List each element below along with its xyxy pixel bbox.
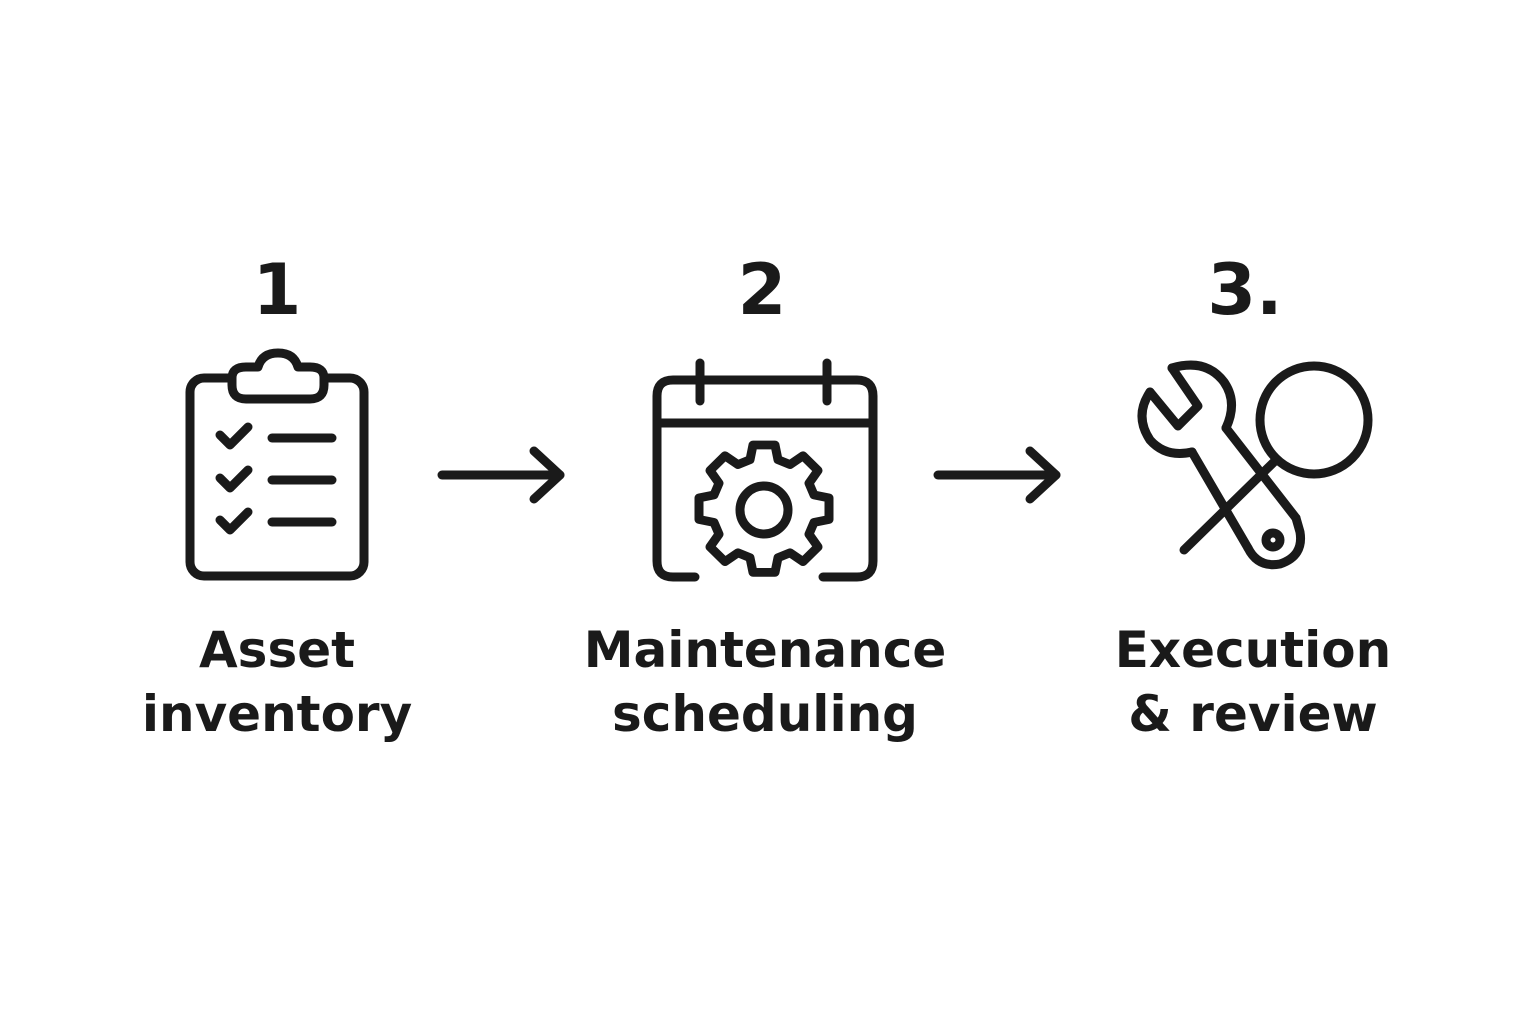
step-3-label-line1: Execution <box>1114 621 1392 679</box>
step-1-label: Asset inventory <box>67 618 487 746</box>
step-1-label-line1: Asset <box>198 621 356 679</box>
step-3-label: Execution & review <box>1043 618 1463 746</box>
step-1-number: 1 <box>252 249 302 331</box>
step-3-number: 3. <box>1207 249 1283 331</box>
step-2-label-line1: Maintenance <box>583 621 947 679</box>
calendar-gear-icon <box>645 355 885 585</box>
clipboard-checklist-icon <box>180 345 380 590</box>
wrench-magnifier-icon <box>1128 352 1378 597</box>
arrow-right-icon <box>436 445 571 505</box>
arrow-right-icon <box>932 445 1067 505</box>
step-2-number: 2 <box>737 249 787 331</box>
step-1-label-line2: inventory <box>141 685 413 743</box>
step-2-label-line2: scheduling <box>612 685 918 743</box>
step-2-label: Maintenance scheduling <box>555 618 975 746</box>
step-3-label-line2: & review <box>1128 685 1378 743</box>
